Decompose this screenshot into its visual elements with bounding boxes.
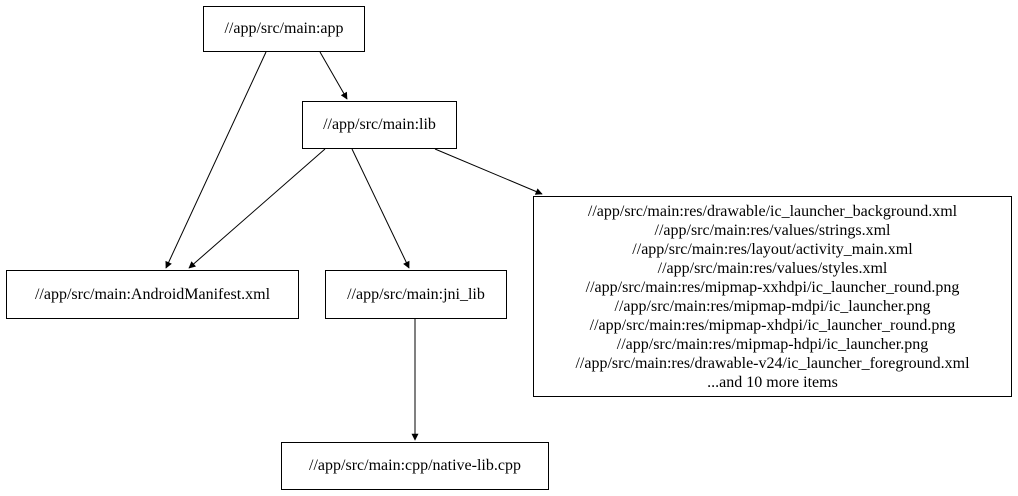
node-native-cpp: //app/src/main:cpp/native-lib.cpp [281, 442, 549, 490]
res-group-line: //app/src/main:res/values/styles.xml [657, 259, 888, 277]
edge-lib-to-jni-lib [351, 148, 410, 269]
node-native-cpp-label: //app/src/main:cpp/native-lib.cpp [309, 457, 521, 474]
res-group-line: //app/src/main:res/drawable/ic_launcher_… [587, 202, 958, 220]
node-jni-lib-label: //app/src/main:jni_lib [347, 285, 485, 303]
res-group-line: //app/src/main:res/layout/activity_main.… [632, 240, 913, 258]
res-group-line: //app/src/main:res/values/strings.xml [654, 221, 891, 239]
node-res-group: //app/src/main:res/drawable/ic_launcher_… [533, 196, 1012, 397]
edge-app-to-lib [319, 51, 348, 100]
node-lib-label: //app/src/main:lib [323, 116, 436, 133]
res-group-line: //app/src/main:res/mipmap-xxhdpi/ic_laun… [585, 278, 960, 296]
node-jni-lib: //app/src/main:jni_lib [325, 270, 507, 319]
res-group-more-items: ...and 10 more items [707, 373, 838, 391]
edge-lib-to-res-group [434, 148, 543, 195]
node-app: //app/src/main:app [203, 6, 365, 52]
node-app-label: //app/src/main:app [224, 20, 344, 37]
edge-lib-to-android-manifest [188, 148, 326, 269]
res-group-line: //app/src/main:res/mipmap-hdpi/ic_launch… [616, 335, 929, 353]
res-group-line: //app/src/main:res/mipmap-mdpi/ic_launch… [614, 297, 931, 315]
res-group-line: //app/src/main:res/drawable-v24/ic_launc… [575, 354, 970, 372]
edge-app-to-android-manifest [165, 51, 267, 269]
node-lib: //app/src/main:lib [302, 101, 457, 149]
node-android-manifest-label: //app/src/main:AndroidManifest.xml [34, 285, 271, 303]
res-group-line: //app/src/main:res/mipmap-xhdpi/ic_launc… [589, 316, 956, 334]
node-android-manifest: //app/src/main:AndroidManifest.xml [6, 270, 299, 319]
